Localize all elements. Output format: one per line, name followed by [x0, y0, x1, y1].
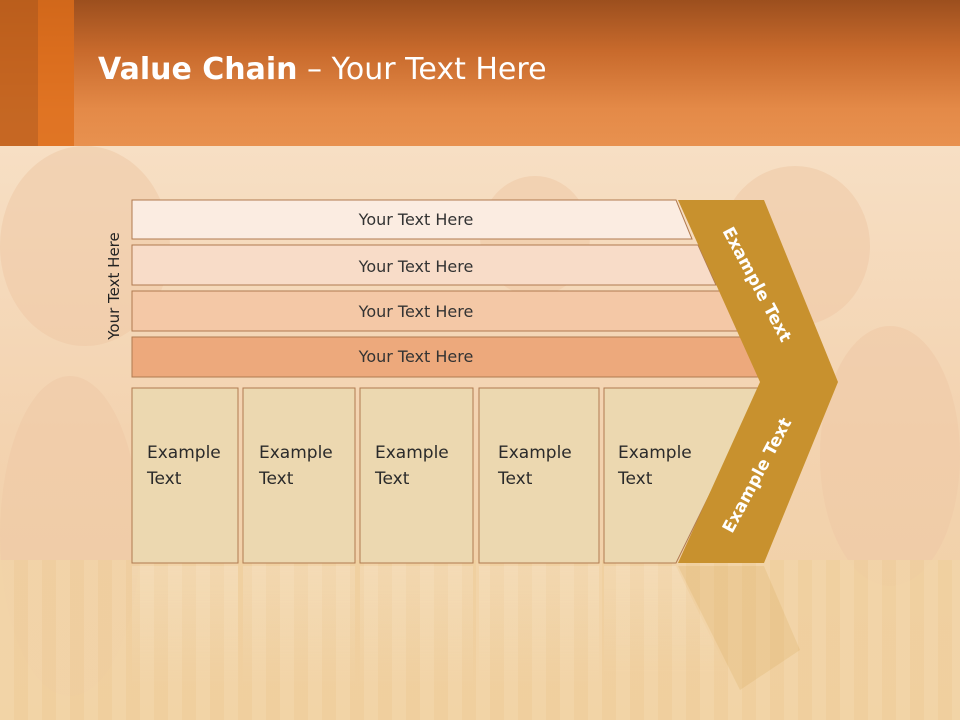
baby-silhouette	[820, 326, 960, 586]
header-accent-bar	[38, 0, 74, 146]
box-label-3: Example Text	[375, 443, 449, 489]
row-bar-2	[131, 244, 717, 286]
activity-box-4	[478, 387, 600, 564]
box-label-2: Example Text	[259, 443, 333, 489]
header-accent-bar	[0, 0, 38, 146]
activity-box-2	[242, 387, 356, 564]
reflection-box	[132, 566, 238, 686]
row-label-4: Your Text Here	[358, 347, 474, 366]
row-label-2: Your Text Here	[358, 257, 474, 276]
header-band: Value Chain – Your Text Here	[0, 0, 960, 146]
row-label-3: Your Text Here	[358, 302, 474, 321]
row-label-1: Your Text Here	[358, 210, 474, 229]
activity-box-5	[603, 387, 763, 564]
row-bar-1	[131, 199, 693, 240]
box-label-1: Example Text	[147, 443, 221, 489]
reflection-chevron	[678, 566, 800, 690]
reflection-box	[360, 566, 473, 686]
reflection-box	[479, 566, 599, 686]
reflection	[132, 566, 800, 690]
box-label-5: Example Text	[618, 443, 692, 489]
reflection-box	[243, 566, 355, 686]
margin-chevron	[678, 200, 838, 563]
box-label-4: Example Text	[498, 443, 572, 489]
activity-box-1	[131, 387, 239, 564]
reflection-box	[604, 566, 730, 676]
slide-title: Value Chain – Your Text Here	[98, 52, 547, 87]
activity-box-3	[359, 387, 474, 564]
